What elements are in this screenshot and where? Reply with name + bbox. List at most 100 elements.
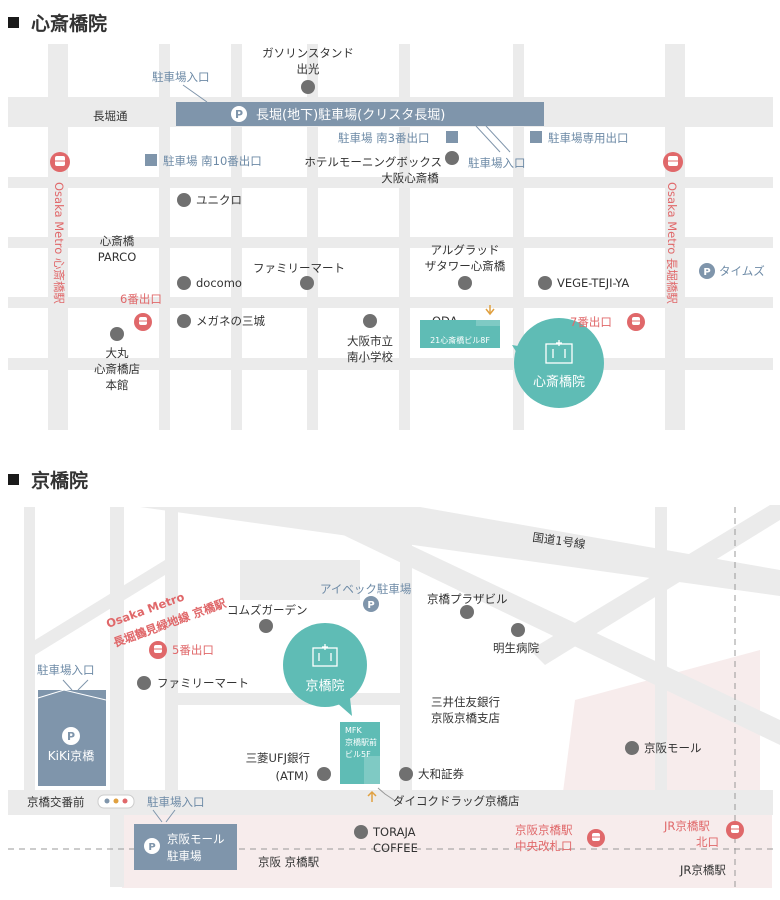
entrance-line <box>182 84 208 103</box>
smbc-label-1: 三井住友銀行 <box>431 695 500 709</box>
parking-entrance-label-2: 駐車場入口 <box>468 156 526 170</box>
parco-label-2: PARCO <box>98 250 137 264</box>
daimaru-label-1: 大丸 <box>106 346 129 360</box>
ufj-marker <box>317 767 331 781</box>
school-label-2: 南小学校 <box>347 350 393 364</box>
south10-exit-marker <box>145 154 157 166</box>
ufj-label-1: 三菱UFJ銀行 <box>246 751 310 765</box>
clinic-label: 京橋院 <box>305 679 344 694</box>
parking-label: 長堀(地下)駐車場(クリスタ長堀) <box>256 108 445 123</box>
central-gate-label-1: 京阪京橋駅 <box>515 823 573 837</box>
hospital-icon <box>545 340 573 364</box>
meisei-label: 明生病院 <box>493 641 539 655</box>
parking-entrance-label: 駐車場入口 <box>37 663 95 677</box>
south3-exit-marker <box>446 131 458 143</box>
familymart-marker <box>137 676 151 690</box>
toraja-marker <box>354 825 368 839</box>
heading-text: 心斎橋院 <box>31 13 108 35</box>
keihan-parking-label-2: 駐車場 <box>167 849 202 863</box>
jr-station-label: JR京橋駅 <box>679 863 726 877</box>
vege-marker <box>538 276 552 290</box>
times-parking-icon <box>699 263 715 279</box>
jr-north-label-1: JR京橋駅 <box>663 819 710 833</box>
meisei-marker <box>511 623 525 637</box>
comz-marker <box>259 619 273 633</box>
algrad-marker <box>458 276 472 290</box>
ibec-label: アイベック駐車場 <box>320 582 412 596</box>
gas-label-2: 出光 <box>297 62 320 76</box>
building-label: 21心斎橋ビル8F <box>430 335 490 345</box>
only-exit-label: 駐車場専用出口 <box>548 131 629 145</box>
shinsaibashi-heading: 心斎橋院 <box>8 9 107 36</box>
plaza-marker <box>460 605 474 619</box>
algrad-label-1: アルグラッド <box>431 243 500 257</box>
mfk-label-1: MFK <box>345 726 363 735</box>
svg-text:P: P <box>703 267 710 278</box>
daimaru-label-2: 心斎橋店 <box>94 362 140 376</box>
keihan-mall-label: 京阪モール <box>644 741 702 755</box>
familymart-label: ファミリーマート <box>253 261 345 275</box>
daimaru-label-3: 本館 <box>106 378 129 392</box>
algrad-label-2: ザタワー心斎橋 <box>425 259 506 273</box>
kiki-label: KiKi京橋 <box>48 749 94 763</box>
kiki-parking-icon <box>62 727 80 745</box>
school-label-1: 大阪市立 <box>347 334 393 348</box>
toraja-label-2: COFFEE <box>373 841 418 855</box>
familymart-label: ファミリーマート <box>157 676 249 690</box>
comz-label: コムズガーデン <box>227 603 308 617</box>
south3-label: 駐車場 南3番出口 <box>338 131 429 145</box>
docomo-label: docomo <box>196 276 242 290</box>
uniqlo-marker <box>177 193 191 207</box>
keihan-parking-icon <box>144 838 160 854</box>
roads <box>8 505 780 887</box>
vege-label: VEGE-TEJI-YA <box>557 276 629 290</box>
keihan-parking-label-1: 京阪モール <box>167 832 225 846</box>
parking-only-exit-marker <box>530 131 542 143</box>
parco-label-1: 心斎橋 <box>100 234 135 248</box>
shinsaibashi-map[interactable]: P 長堀(地下)駐車場(クリスタ長堀) 長堀通 駐車場入口 駐車場入口 ガソリン… <box>0 0 780 440</box>
hospital-icon <box>312 644 338 667</box>
koban-label: 京橋交番前 <box>27 795 85 809</box>
parking-icon <box>231 106 247 122</box>
toraja-label-1: TORAJA <box>372 825 416 839</box>
metro-right-label: Osaka Metro 長堀橋駅 <box>665 182 679 304</box>
docomo-marker <box>177 276 191 290</box>
exit7-label: 7番出口 <box>570 315 612 329</box>
south10-label: 駐車場 南10番出口 <box>163 154 262 168</box>
ufj-label-2: (ATM) <box>276 769 309 783</box>
jr-north-label-2: 北口 <box>696 835 719 849</box>
hotel-label-1: ホテルモーニングボックス <box>304 155 442 169</box>
keihan-station-label: 京阪 京橋駅 <box>258 855 320 869</box>
mfk-label-3: ビル5F <box>345 750 371 759</box>
svg-text:P: P <box>148 842 155 853</box>
daimaru-marker <box>110 327 124 341</box>
megane-marker <box>177 314 191 328</box>
entrance-line <box>475 125 501 153</box>
smbc-label-2: 京阪京橋支店 <box>431 711 500 725</box>
times-label: タイムズ <box>719 264 765 278</box>
metro-left-label: Osaka Metro 心斎橋駅 <box>52 182 66 304</box>
svg-text:P: P <box>367 600 374 611</box>
gas-label-1: ガソリンスタンド <box>262 46 354 60</box>
hotel-label-2: 大阪心斎橋 <box>381 171 439 185</box>
keihan-mall-marker <box>625 741 639 755</box>
plaza-label: 京橋プラザビル <box>427 592 508 606</box>
parking-entrance-label-2: 駐車場入口 <box>147 795 205 809</box>
ibec-parking-icon <box>363 596 379 612</box>
kyobashi-clinic-marker[interactable] <box>283 623 367 707</box>
familymart-marker <box>300 276 314 290</box>
heading-bullet <box>8 17 19 28</box>
daikoku-label: ダイコクドラッグ京橋店 <box>393 794 520 808</box>
daiwa-label: 大和証券 <box>418 767 464 781</box>
clinic-label: 心斎橋院 <box>533 374 585 390</box>
megane-label: メガネの三城 <box>196 314 265 328</box>
heading-bullet <box>8 474 19 485</box>
heading-text: 京橋院 <box>31 470 89 492</box>
uniqlo-label: ユニクロ <box>196 193 242 207</box>
exit6-label: 6番出口 <box>120 292 162 306</box>
hotel-marker <box>445 151 459 165</box>
parking-entrance-label: 駐車場入口 <box>152 70 210 84</box>
svg-text:P: P <box>67 730 75 743</box>
exit5-label: 5番出口 <box>172 643 214 657</box>
